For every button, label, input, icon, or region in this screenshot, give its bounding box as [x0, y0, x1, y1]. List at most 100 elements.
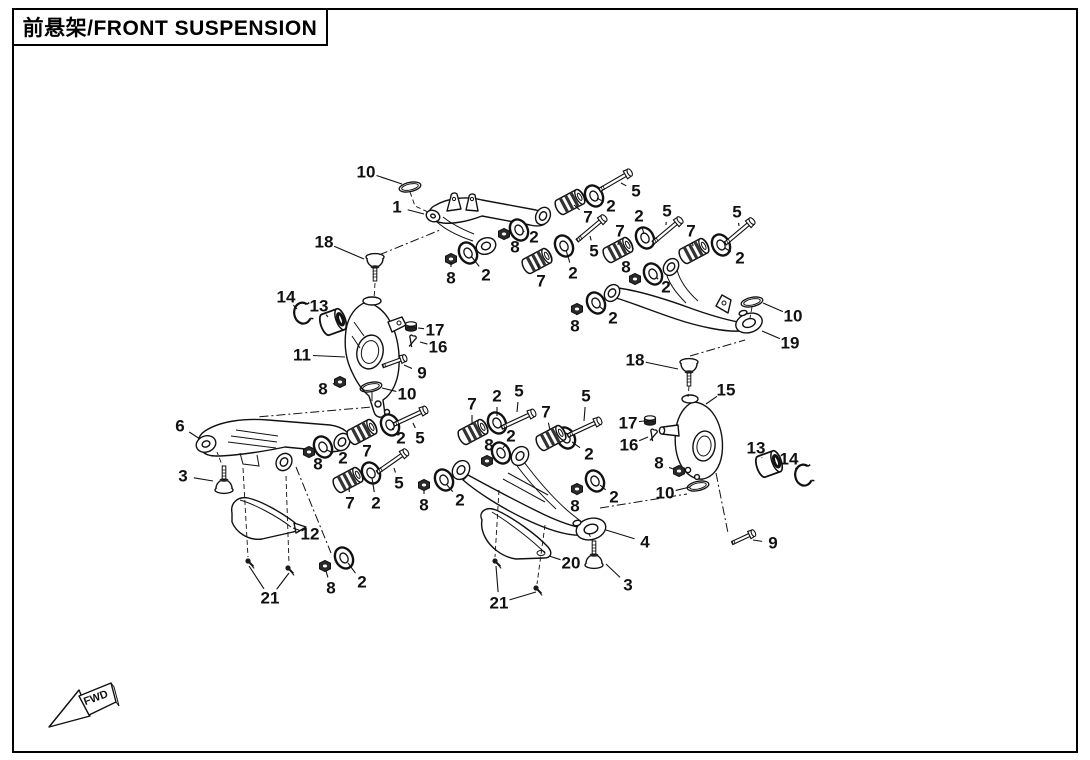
callout-leader-line — [522, 230, 525, 233]
callout-leader-line — [407, 209, 425, 215]
nut17-glyph — [643, 415, 657, 426]
callout-label-5: 5 — [631, 182, 640, 201]
bolt-glyph — [374, 446, 411, 477]
callout-label-17: 17 — [426, 321, 445, 340]
callout-label-7: 7 — [583, 208, 592, 227]
screw-glyph — [491, 557, 503, 570]
callout-label-5: 5 — [415, 429, 424, 448]
nut-glyph — [481, 454, 493, 468]
right-steering-knuckle — [658, 394, 724, 481]
oring-glyph — [685, 478, 711, 494]
callout-label-15: 15 — [717, 381, 736, 400]
callout-leader-line — [598, 305, 606, 312]
callout-label-4: 4 — [640, 533, 650, 552]
callout-label-16: 16 — [429, 338, 448, 357]
callout-leader-line — [419, 341, 428, 345]
callout-label-7: 7 — [615, 222, 624, 241]
callout-label-8: 8 — [446, 269, 455, 288]
callout-leader-line — [506, 236, 509, 239]
callout-label-10: 10 — [357, 163, 376, 182]
callout-label-21: 21 — [261, 589, 280, 608]
washer-glyph — [550, 231, 578, 261]
callout-label-5: 5 — [589, 242, 598, 261]
callout-label-5: 5 — [514, 382, 523, 401]
bushing-glyph — [676, 236, 712, 266]
callout-label-3: 3 — [623, 576, 632, 595]
callout-label-2: 2 — [568, 264, 577, 283]
callout-label-2: 2 — [608, 309, 617, 328]
callout-leader-line — [371, 477, 375, 493]
callout-label-2: 2 — [371, 494, 380, 513]
callout-label-17: 17 — [619, 414, 638, 433]
page-border — [12, 8, 1078, 753]
callout-label-10: 10 — [784, 307, 803, 326]
callout-leader-line — [605, 529, 635, 540]
callout-label-5: 5 — [394, 474, 403, 493]
title-box: 前悬架/FRONT SUSPENSION — [12, 8, 328, 46]
callout-leader-line — [691, 241, 694, 247]
callout-leader-line — [599, 484, 607, 491]
nut-glyph — [334, 375, 346, 389]
callout-leader-line — [362, 437, 365, 441]
callout-leader-line — [795, 467, 798, 471]
upper-left-control-arm — [425, 192, 552, 256]
callout-label-2: 2 — [481, 266, 490, 285]
callout-label-14: 14 — [780, 450, 799, 469]
callout-label-8: 8 — [326, 579, 335, 598]
callout-leader-line — [403, 364, 413, 370]
callout-label-10: 10 — [656, 484, 675, 503]
callout-label-2: 2 — [584, 445, 593, 464]
washer-glyph — [581, 466, 609, 496]
callout-label-7: 7 — [362, 442, 371, 461]
callout-leader-line — [589, 235, 592, 241]
callout-leader-line — [655, 276, 659, 280]
mud-guard-20 — [480, 508, 552, 560]
callout-label-2: 2 — [609, 488, 618, 507]
callout-label-2: 2 — [529, 228, 538, 247]
callout-leader-line — [547, 422, 551, 431]
callout-label-7: 7 — [541, 403, 550, 422]
bolt-glyph — [596, 167, 635, 195]
callout-label-11: 11 — [293, 346, 311, 365]
callout-label-19: 19 — [781, 334, 800, 353]
callout-leader-line — [332, 382, 336, 385]
bushing-glyph — [552, 187, 588, 217]
callout-label-2: 2 — [606, 197, 615, 216]
callout-label-10: 10 — [398, 385, 417, 404]
callout-label-3: 3 — [178, 467, 187, 486]
callout-leader-line — [583, 406, 586, 422]
nut17-glyph — [404, 321, 418, 332]
callout-label-16: 16 — [620, 436, 639, 455]
callout-leader-line — [393, 467, 397, 473]
callout-leader-line — [326, 449, 334, 454]
callout-label-7: 7 — [536, 272, 545, 291]
callout-label-8: 8 — [570, 317, 579, 336]
callout-label-2: 2 — [338, 449, 347, 468]
callout-leader-line — [571, 441, 581, 449]
callout-leader-line — [276, 572, 290, 590]
callout-leader-line — [573, 204, 581, 211]
callout-leader-line — [446, 484, 454, 493]
bushing-glyph — [330, 465, 366, 495]
callout-leader-line — [761, 330, 781, 340]
callout-label-13: 13 — [310, 297, 329, 316]
callout-label-5: 5 — [732, 203, 741, 222]
bjdown-glyph — [679, 357, 699, 387]
callout-leader-line — [638, 436, 649, 442]
callout-label-2: 2 — [492, 387, 501, 406]
callout-leader-line — [645, 361, 679, 370]
callout-label-18: 18 — [315, 233, 334, 252]
callout-label-13: 13 — [747, 439, 766, 458]
callout-label-2: 2 — [357, 573, 366, 592]
lower-right-control-arm — [451, 445, 607, 541]
callout-label-9: 9 — [768, 534, 777, 553]
callout-leader-line — [333, 245, 365, 260]
callout-label-14: 14 — [277, 288, 296, 307]
bolt9-glyph — [729, 528, 758, 548]
callout-leader-line — [391, 427, 395, 431]
callout-label-8: 8 — [654, 454, 663, 473]
callout-label-8: 8 — [419, 496, 428, 515]
bjdown-glyph — [365, 252, 385, 282]
